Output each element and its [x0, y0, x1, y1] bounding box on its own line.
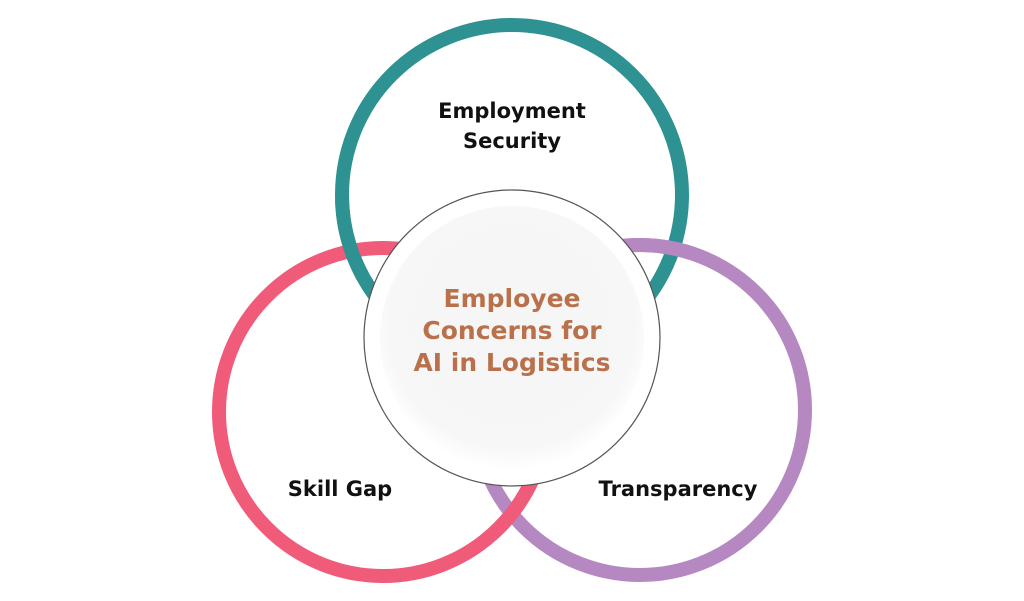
center-circle-inner-fill	[380, 206, 644, 470]
center-title-line: Employee	[443, 284, 581, 313]
center-title-line: Concerns for	[422, 316, 602, 345]
label-line: Employment	[438, 99, 586, 123]
label-transparency: Transparency	[578, 474, 778, 504]
label-line: Transparency	[598, 477, 758, 501]
label-skill-gap: Skill Gap	[270, 474, 410, 504]
ring-right-overlap-top	[620, 238, 710, 260]
center-title-line: AI in Logistics	[413, 348, 611, 377]
label-line: Skill Gap	[287, 477, 393, 501]
center-title: Employee Concerns for AI in Logistics	[392, 283, 632, 379]
label-line: Security	[462, 129, 562, 153]
label-employment-security: Employment Security	[412, 96, 612, 156]
